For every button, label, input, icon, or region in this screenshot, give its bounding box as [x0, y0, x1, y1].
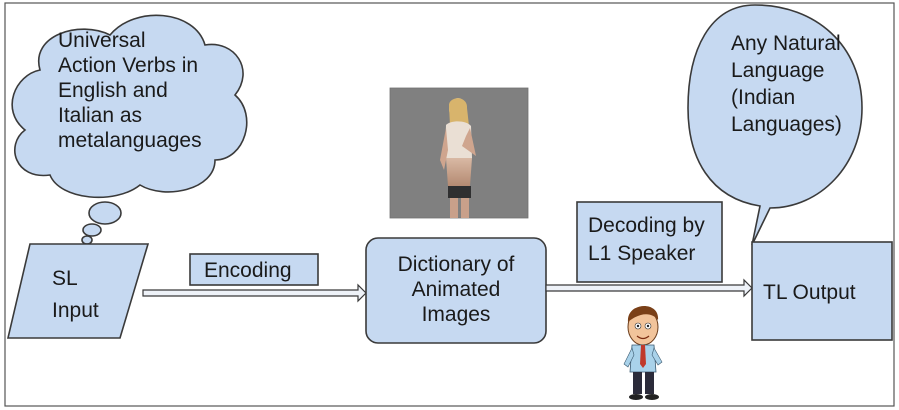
tl-output-label: TL Output	[763, 281, 856, 304]
speech-bubble	[687, 4, 863, 246]
sl-input-line: Input	[52, 299, 99, 322]
l1-speaker-figure	[623, 305, 663, 400]
sl-input-line: SL	[52, 267, 78, 290]
animated-woman-image	[389, 87, 529, 219]
dictionary-line: Animated	[411, 278, 501, 301]
dictionary-line: Images	[421, 303, 491, 326]
cloud-shape	[11, 14, 248, 199]
cloud-line: Italian as	[58, 104, 143, 127]
speech-line: Language	[731, 59, 825, 82]
sl-input-label: SL Input	[52, 263, 99, 327]
cloud-line: English and	[58, 79, 168, 102]
speech-line: Any Natural	[731, 32, 841, 55]
encoding-label: Encoding	[204, 259, 292, 282]
cloud-bubble-large	[88, 201, 122, 225]
cloud-bubble-medium	[82, 223, 102, 237]
sl-input-shape	[6, 243, 150, 339]
decoding-label: Decoding by L1 Speaker	[588, 212, 705, 268]
cloud-line: Action Verbs in	[58, 54, 199, 77]
decoding-line: L1 Speaker	[588, 242, 696, 265]
dictionary-label: Dictionary of Animated Images	[366, 252, 546, 327]
decoding-line: Decoding by	[588, 214, 705, 237]
speech-line: (Indian	[731, 86, 796, 109]
dictionary-line: Dictionary of	[397, 253, 515, 276]
speech-line: Languages)	[731, 113, 842, 136]
encoding-label-box	[189, 253, 319, 286]
cloud-line: metalanguages	[58, 129, 202, 152]
thought-cloud	[11, 14, 248, 245]
diagram-frame	[4, 2, 895, 407]
speech-text: Any Natural Language (Indian Languages)	[731, 30, 842, 138]
arrow-encoding	[142, 283, 367, 303]
cloud-line: Universal	[58, 29, 146, 52]
cloud-bubble-small	[81, 235, 93, 245]
cloud-text: Universal Action Verbs in English and It…	[58, 28, 248, 153]
decoding-label-box	[576, 201, 723, 283]
tl-output-box	[751, 241, 893, 341]
arrow-decoding	[545, 278, 753, 298]
